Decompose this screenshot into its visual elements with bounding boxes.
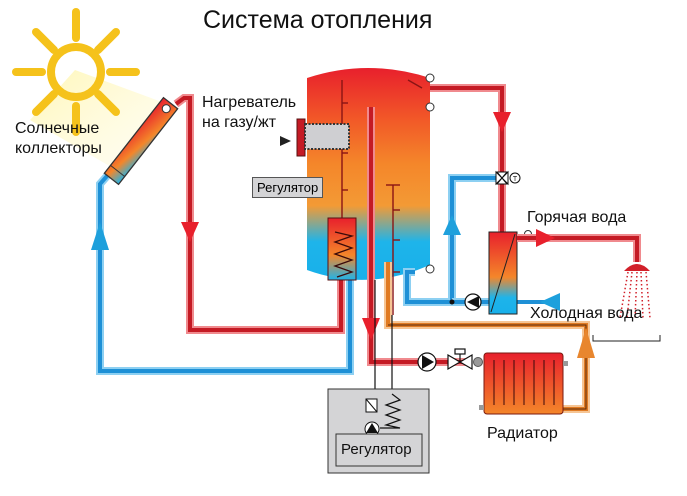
heating-return-pipe [384,262,590,413]
solar-return-pipe [96,173,354,375]
control-lines [374,280,393,400]
boiler-regulator-label: Регулятор [341,441,412,458]
solar-collectors-label-line2: коллекторы [15,140,102,157]
cold-water-inlet-arrow-icon [540,293,560,311]
flow-arrow-up-icon [577,328,595,358]
thermostatic-valve-icon [495,170,521,186]
shower-head-icon [624,264,650,271]
flow-arrow-down-icon [493,112,511,132]
flow-arrow-down-icon [181,222,199,242]
valve-t-label: T [513,176,518,183]
regulator-label-box [335,433,423,467]
radiator-valve-icon [447,348,473,371]
tank-regulator-label: Регулятор [252,177,324,198]
heater-label-line2: на газу/жт [202,114,277,131]
flow-arrow-right-icon [536,229,555,247]
cold-water-label: Холодная вода [530,305,643,322]
solar-collector [103,96,179,186]
hot-water-out-pipe [517,234,641,262]
solar-coil [327,217,357,281]
solar-collectors-label-line1: Солнечные [15,120,100,137]
hot-water-supply-pipe [430,84,506,232]
sensor-icon [425,102,435,112]
solar-collectors-label: Солнечные коллекторы [15,119,102,159]
heater-label-line1: Нагреватель [202,94,297,111]
flow-arrow-up-icon [91,222,109,250]
heater-label: Нагреватель на газу/жт [202,93,296,133]
radiator-fins [493,360,555,405]
page-title: Система отопления [203,6,433,34]
gas-heater [304,123,350,150]
regulator-coil [380,393,402,429]
coil-zigzag [333,231,355,278]
gas-heater-flange [296,118,306,157]
shower-tray [592,335,661,342]
heating-pump-icon [417,352,437,372]
solar-supply-pipe [173,94,345,334]
radiator-label: Радиатор [487,425,558,442]
hot-water-label: Горячая вода [527,209,627,226]
sun-icon [12,8,140,136]
flow-arrow-down-icon [362,318,380,340]
heating-supply-pipe [367,107,470,366]
regulator-pump-icon [364,421,380,437]
radiator-inlet [473,357,483,367]
sensor-icon [425,73,435,83]
dhw-pump-icon [464,293,482,311]
heater-pointer-icon [280,136,291,146]
flow-arrow-up-icon [443,215,461,235]
sensor-icon [425,264,435,274]
